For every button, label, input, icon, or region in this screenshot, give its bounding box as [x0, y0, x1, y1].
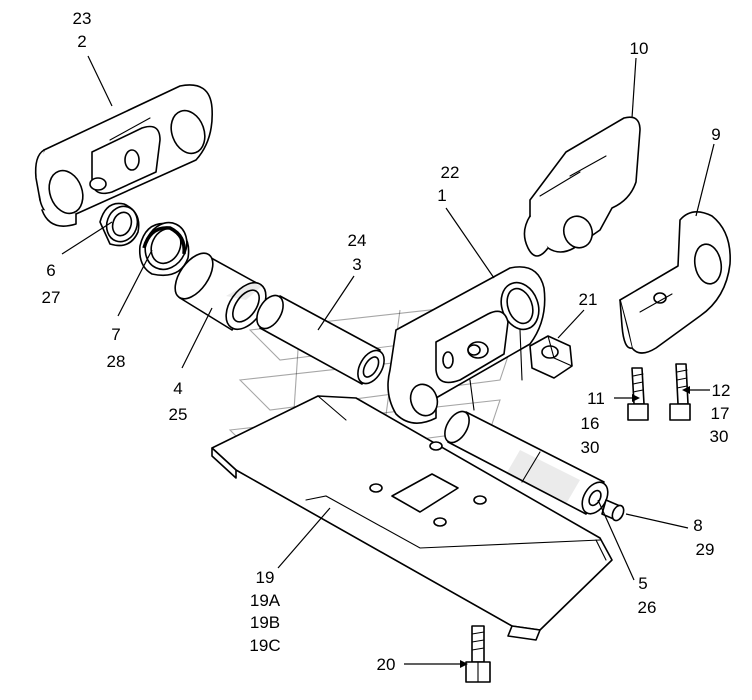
track-pin: [256, 294, 385, 385]
shoe-bolt: [465, 625, 491, 683]
leader-lines: [61, 55, 715, 668]
label-23: 23: [73, 9, 92, 28]
label-25: 25: [169, 405, 188, 424]
dust-seal: [138, 221, 190, 277]
track-link-right-upper: [523, 116, 641, 257]
label-6: 6: [46, 261, 55, 280]
bushing: [174, 252, 267, 331]
label-10: 10: [630, 39, 649, 58]
seal-ring: [99, 202, 140, 247]
track-nut: [529, 335, 573, 379]
label-19C: 19C: [249, 636, 280, 655]
label-19A: 19A: [250, 591, 281, 610]
label-2: 2: [77, 32, 86, 51]
label-30-left: 30: [581, 438, 600, 457]
label-7: 7: [111, 325, 120, 344]
label-16: 16: [581, 414, 600, 433]
track-link-center: [387, 266, 546, 424]
plug: [601, 499, 625, 522]
label-5: 5: [638, 574, 647, 593]
label-29: 29: [696, 540, 715, 559]
track-bolt-right: [669, 363, 691, 421]
label-3: 3: [352, 255, 361, 274]
track-shoe: [211, 395, 613, 641]
master-pin: [444, 410, 609, 515]
track-link-right-lower: [619, 211, 731, 354]
label-28: 28: [107, 352, 126, 371]
label-11: 11: [587, 389, 605, 408]
label-21: 21: [579, 290, 598, 309]
label-27: 27: [42, 288, 61, 307]
label-19: 19: [256, 568, 275, 587]
label-19B: 19B: [250, 613, 280, 632]
callout-labels: 23 2 6 27 7 28 4 25 24 3 22 1 10 9 21 11…: [42, 9, 731, 674]
label-9: 9: [711, 125, 720, 144]
label-1: 1: [437, 186, 446, 205]
label-17: 17: [711, 404, 730, 423]
label-26: 26: [638, 598, 657, 617]
label-4: 4: [173, 379, 182, 398]
track-link-upper-left: [34, 84, 213, 227]
label-24: 24: [348, 231, 367, 250]
label-20: 20: [377, 655, 396, 674]
label-12: 12: [712, 381, 731, 400]
label-22: 22: [441, 163, 460, 182]
label-8: 8: [693, 516, 702, 535]
track-bolt-left: [627, 367, 649, 421]
label-30-right: 30: [710, 427, 729, 446]
